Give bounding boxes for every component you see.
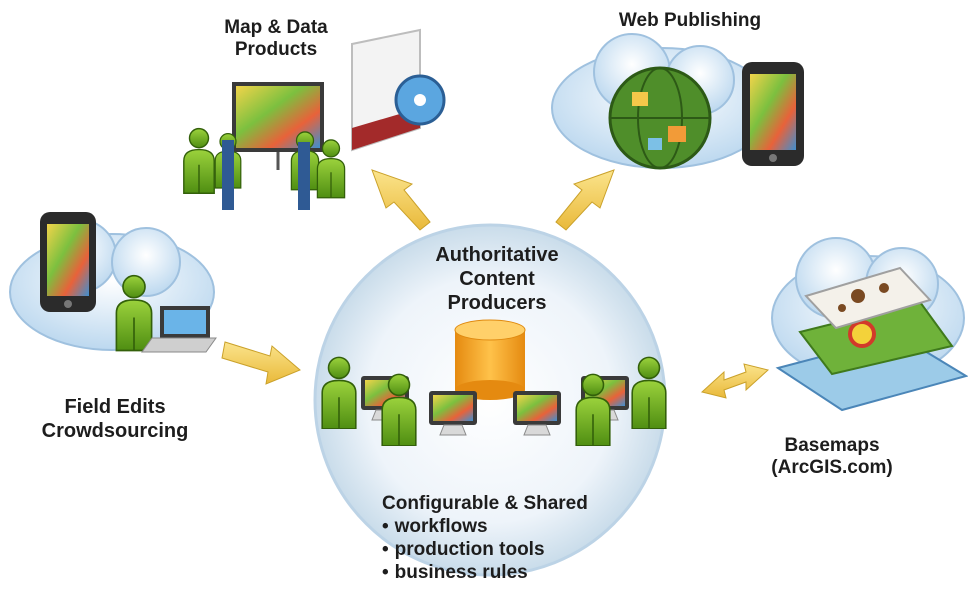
basemaps-cluster <box>771 237 968 412</box>
config-title: Configurable & Shared <box>382 493 588 514</box>
list-item: production tools <box>382 538 642 561</box>
smartphone-icon <box>742 62 804 166</box>
label-line: Map & Data <box>224 17 328 38</box>
field-edits-cluster <box>9 212 217 353</box>
label-line: Basemaps <box>784 435 880 456</box>
center-title-line: Authoritative <box>435 244 559 266</box>
center-title: Authoritative Content Producers <box>392 243 602 315</box>
people-presenting-icon <box>182 127 346 210</box>
center-title-line: Content <box>459 268 535 290</box>
map-data-products-cluster <box>182 28 446 210</box>
globe-icon <box>608 66 712 170</box>
list-item: workflows <box>382 515 642 538</box>
label-line: Field Edits <box>64 396 166 418</box>
label-map-data-products: Map & Data Products <box>196 17 356 61</box>
label-line: Crowdsourcing <box>41 420 189 442</box>
smartphone-icon <box>40 212 96 312</box>
dvd-case-icon <box>351 28 446 152</box>
laptop-icon <box>141 306 217 353</box>
list-item: business rules <box>382 561 642 584</box>
center-title-line: Producers <box>447 292 547 314</box>
web-publishing-cluster <box>551 33 804 170</box>
config-shared-block: Configurable & Shared workflows producti… <box>382 492 642 584</box>
label-web-publishing: Web Publishing <box>600 10 780 32</box>
config-list: workflows production tools business rule… <box>382 515 642 584</box>
arrow-to-map-products <box>371 169 431 231</box>
database-icon <box>454 319 526 400</box>
label-line: Products <box>234 39 318 60</box>
arrow-from-field-edits <box>221 341 301 385</box>
label-line: Web Publishing <box>618 10 762 31</box>
map-layers-icon <box>775 266 968 412</box>
label-basemaps: Basemaps (ArcGIS.com) <box>762 435 902 479</box>
label-line: (ArcGIS.com) <box>771 457 893 478</box>
arrow-basemaps-bidirectional <box>700 363 770 399</box>
label-field-edits: Field Edits Crowdsourcing <box>30 395 200 443</box>
arrow-to-web-publishing <box>555 169 615 231</box>
